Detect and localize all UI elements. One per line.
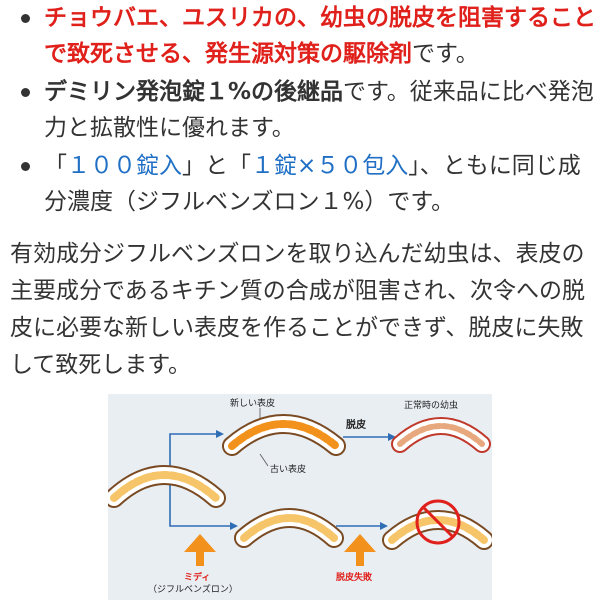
bullet-text-segment: デミリン発泡錠１%の後継品 xyxy=(44,79,344,105)
flow-arrowheads xyxy=(216,430,396,530)
fail-up-arrow-icon xyxy=(344,534,376,566)
bullet-dot-icon xyxy=(21,88,30,97)
larva-with-new-skin xyxy=(222,414,346,456)
lower-flow-line xyxy=(169,480,230,527)
label-midi-sub: （ジフルベンズロン） xyxy=(148,583,238,595)
feature-bullet-item: デミリン発泡錠１%の後継品です。従来品に比べ発泡力と拡散性に優れます。 xyxy=(0,74,600,146)
midi-up-arrow-icon xyxy=(184,534,216,566)
label-midi: ミディ xyxy=(184,571,210,583)
bullet-dot-icon xyxy=(21,14,30,23)
feature-bullet-item: 「１００錠入」と「１錠×５０包入」、ともに同じ成分濃度（ジフルベンズロン１%）で… xyxy=(0,148,600,220)
bullet-text-segment: です。従来品に比べ発泡力と拡散性に優れます。 xyxy=(44,79,594,141)
label-molt-fail: 脱皮失敗 xyxy=(336,571,373,583)
bullet-text-segment: 」と「 xyxy=(182,153,251,179)
bullet-text-segment: １錠×５０包入 xyxy=(251,153,409,179)
feature-bullet-list: チョウバエ、ユスリカの、幼虫の脱皮を阻害することで致死させる、発生源対策の駆除剤… xyxy=(0,0,600,222)
bullet-text-segment: 」、ともに同じ成分濃度（ジフルベンズロン１%）です。 xyxy=(44,153,581,215)
larva-start xyxy=(108,465,226,508)
bullet-dot-icon xyxy=(21,162,30,171)
label-normal-larva: 正常時の幼虫 xyxy=(404,399,458,411)
mechanism-illustration: 新しい表皮 古い表皮 脱皮 正常時の幼虫 ミディ （ジフルベンズロン） 脱皮失敗 xyxy=(108,394,492,600)
upper-arrowhead xyxy=(216,430,224,438)
mechanism-paragraph: 有効成分ジフルベンズロンを取り込んだ幼虫は、表皮の主要成分であるキチン質の合成が… xyxy=(10,241,585,378)
bullet-text-segment: 「 xyxy=(44,153,67,179)
label-new-skin: 新しい表皮 xyxy=(230,397,275,409)
bullet-text-segment: １００錠入 xyxy=(67,153,182,179)
larva-normal xyxy=(391,417,491,453)
lower-arrowhead xyxy=(230,522,238,530)
feature-bullet-item: チョウバエ、ユスリカの、幼虫の脱皮を阻害することで致死させる、発生源対策の駆除剤… xyxy=(0,0,600,72)
label-old-skin: 古い表皮 xyxy=(270,463,306,475)
prohibition-icon xyxy=(415,499,461,545)
molt-arrowhead xyxy=(388,433,396,441)
bullet-text-segment: チョウバエ、ユスリカの、幼虫の脱皮を阻害することで致死させる、発生源対策の駆除剤 xyxy=(44,5,596,67)
old-skin-leader-line xyxy=(259,453,269,467)
larva-treated xyxy=(234,508,344,548)
label-molt: 脱皮 xyxy=(346,418,366,431)
bullet-text-segment: です。 xyxy=(412,41,479,67)
fail-arrowhead xyxy=(380,522,388,530)
